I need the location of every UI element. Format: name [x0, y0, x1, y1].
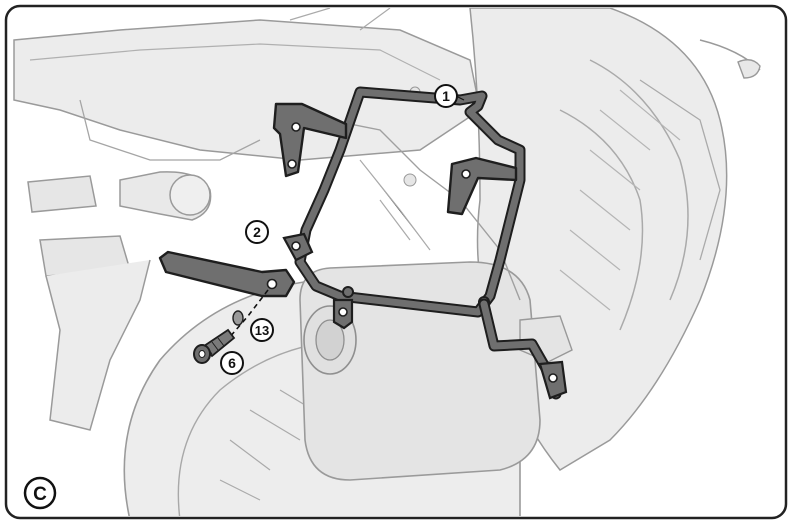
callout-6: 6 [220, 351, 244, 375]
callout-label-1: 1 [442, 88, 450, 104]
front-turn-signal [737, 59, 761, 79]
rear-fender [45, 259, 151, 431]
bolt [193, 328, 236, 364]
rear-seat-tail [13, 19, 481, 161]
callout-label-2: 2 [253, 224, 261, 240]
callout-label-6: 6 [228, 355, 236, 371]
callout-label-13: 13 [255, 323, 269, 338]
pannier-rack-frame [272, 86, 568, 400]
washer [232, 310, 244, 326]
support-arm [158, 250, 296, 298]
step-label: C [23, 476, 57, 510]
callout-1: 1 [434, 84, 458, 108]
step-label-text: C [33, 484, 47, 505]
license-plate-holder [27, 175, 97, 213]
callout-2: 2 [245, 220, 269, 244]
callout-13: 13 [250, 318, 274, 342]
assembly-guide-line [221, 289, 269, 347]
